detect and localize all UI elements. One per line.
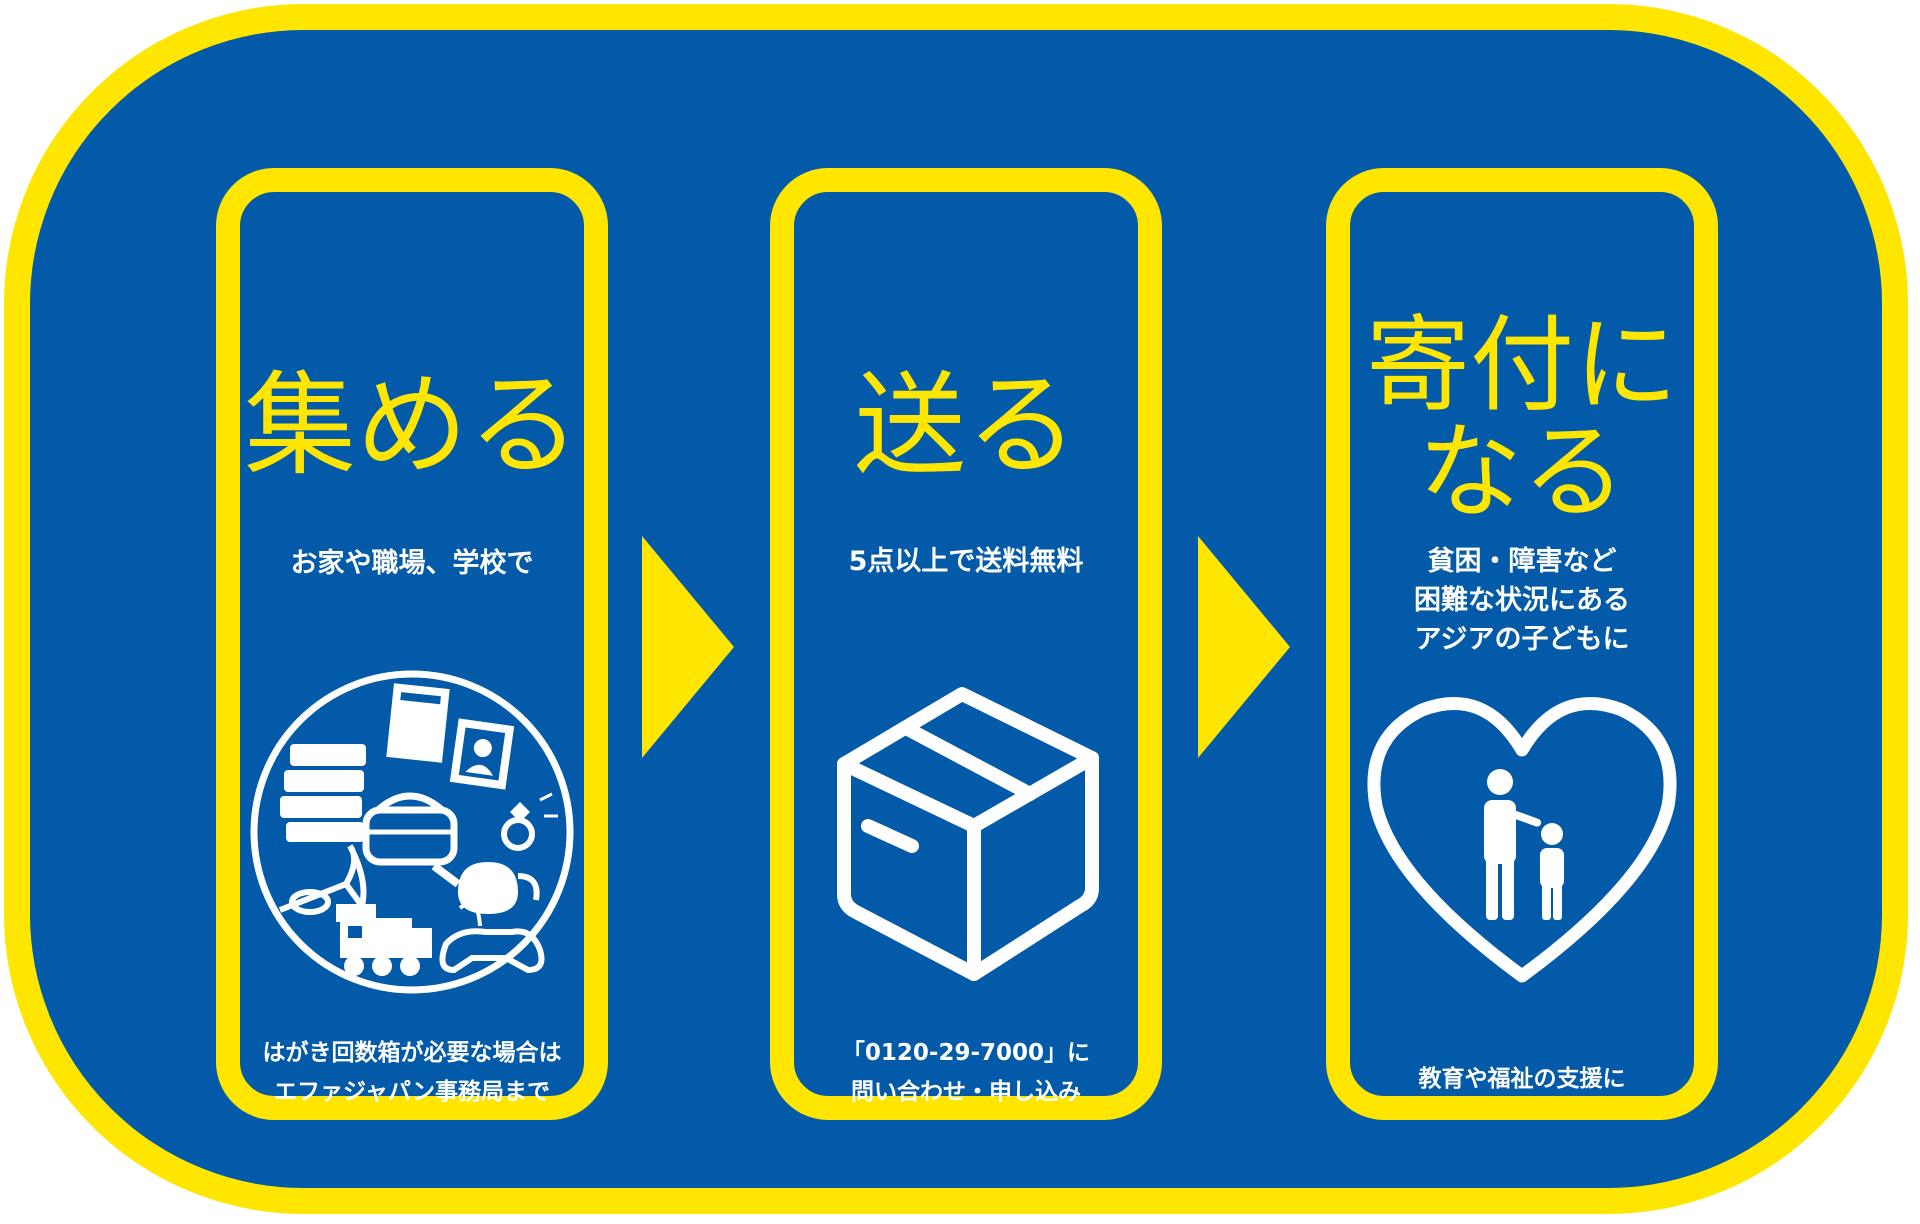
step-donate-subtitle-line2: 困難な状況にある [1414,585,1630,617]
step-collect-footer-line1: はがき回数箱が必要な場合は [262,1040,562,1066]
step-collect-subtitle: お家や職場、学校で [290,548,534,579]
cardboard-box-icon [837,687,1099,981]
heart-with-parent-child-icon [1367,697,1677,983]
step-donate-subtitle-line3: アジアの子どもに [1414,624,1630,656]
flow-diagram-frame: 集める お家や職場、学校で [4,4,1908,1214]
step-donate-subtitle: 貧困・障害など 困難な状況にある アジアの子どもに [1350,542,1694,659]
arrow-right-icon [1198,536,1290,758]
step-collect-title: 集める [244,361,580,491]
step-send-footer: 「0120-29-7000」に 問い合わせ・申し込み [794,1034,1138,1112]
step-send-footer-line2: 問い合わせ・申し込み [851,1079,1081,1106]
step-donate-panel: 寄付に なる 貧困・障害など 困難な状況にある アジアの子どもに 教育や福祉の支… [1326,168,1718,1120]
step-collect-footer: はがき回数箱が必要な場合は エファジャパン事務局まで [240,1034,584,1112]
step-donate-title-line1: 寄付に [1365,304,1678,426]
step-send-title: 送る [854,361,1078,491]
step-send-footer-line1: 「0120-29-7000」に [841,1040,1091,1066]
step-send-panel: 送る 5点以上で送料無料 「0120-29-7000」に 問い合わせ・申し込み [770,168,1162,1120]
step-donate-footer: 教育や福祉の支援に [1418,1066,1626,1092]
step-send-subtitle: 5点以上で送料無料 [848,546,1084,577]
step-collect-panel: 集める お家や職場、学校で [216,168,608,1120]
step-collect-footer-line2: エファジャパン事務局まで [274,1079,550,1106]
donated-goods-icon [250,670,574,994]
arrow-right-icon [642,536,734,758]
step-donate-subtitle-line1: 貧困・障害など [1427,546,1617,577]
step-donate-title-line2: なる [1417,411,1626,534]
step-donate-title: 寄付に なる [1350,304,1694,534]
